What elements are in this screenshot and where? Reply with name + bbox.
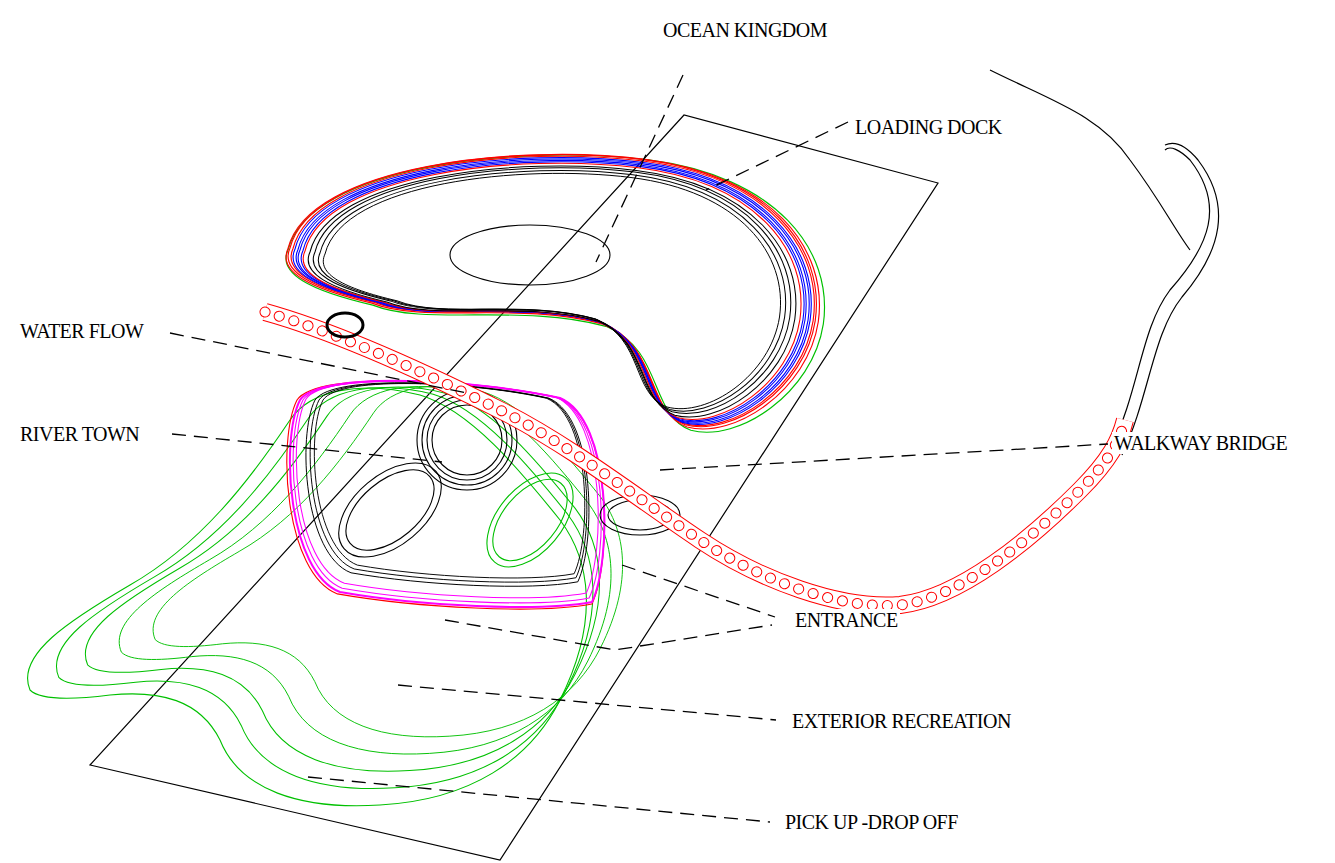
region-label: OCEAN KINGDOM	[661, 19, 829, 41]
region-label: WALKWAY BRIDGE	[1112, 432, 1289, 454]
region-label: PICK UP -DROP OFF	[783, 811, 960, 833]
region-label: ENTRANCE	[793, 609, 900, 631]
region-label: WATER FLOW	[18, 320, 145, 342]
region-label: RIVER TOWN	[18, 423, 141, 445]
region-label: EXTERIOR RECREATION	[790, 710, 1013, 732]
region-label: LOADING DOCK	[853, 116, 1004, 138]
